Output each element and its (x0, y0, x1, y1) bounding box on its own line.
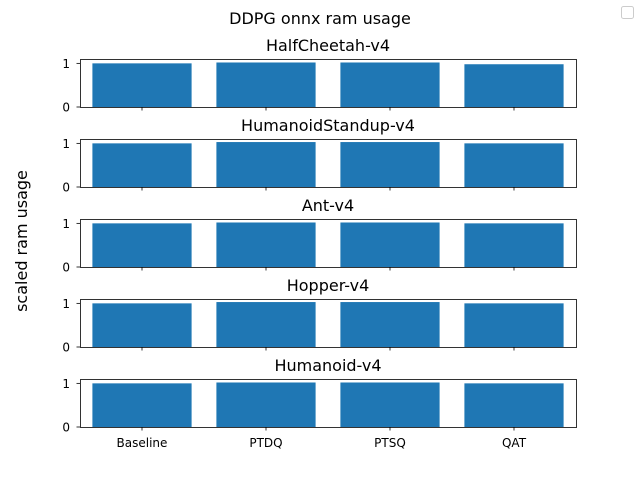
y-tick-label: 1 (62, 137, 70, 151)
bar (464, 143, 564, 187)
bar (216, 62, 316, 107)
subplot-0: HalfCheetah-v4 0 1 (62, 36, 577, 115)
y-tick-label: 0 (62, 181, 70, 195)
subplots: HalfCheetah-v401HumanoidStandup-v401Ant-… (62, 36, 577, 450)
subplot-2: Ant-v4 0 1 (62, 196, 577, 275)
x-tick-label: QAT (502, 436, 527, 450)
y-tick-label: 0 (62, 101, 70, 115)
axes-frame (80, 59, 577, 108)
x-tick-label: Baseline (117, 436, 168, 450)
y-tick-label: 1 (62, 377, 70, 391)
legend-box (621, 6, 634, 19)
bar (464, 383, 564, 427)
subplot-1: HumanoidStandup-v4 0 1 (62, 116, 577, 195)
subplot-3: Hopper-v4 0 1 (62, 276, 577, 355)
bar (340, 382, 440, 427)
figure-suptitle: DDPG onnx ram usage (229, 9, 411, 28)
bar (464, 303, 564, 347)
y-tick-label: 1 (62, 297, 70, 311)
x-tick-label: PTSQ (374, 436, 406, 450)
bar (216, 142, 316, 187)
y-tick-label: 1 (62, 57, 70, 71)
bar (92, 223, 192, 267)
subplot-title: Humanoid-v4 (274, 356, 381, 375)
bar (92, 303, 192, 347)
axes-frame (80, 139, 577, 188)
bar (340, 302, 440, 347)
axes-frame (80, 219, 577, 268)
bar (464, 223, 564, 267)
figure-ylabel: scaled ram usage (12, 170, 31, 312)
bar (340, 62, 440, 107)
subplot-title: HalfCheetah-v4 (266, 36, 390, 55)
subplot-title: HumanoidStandup-v4 (241, 116, 415, 135)
bar (340, 222, 440, 267)
bar (340, 142, 440, 187)
subplot-title: Hopper-v4 (287, 276, 370, 295)
bar (92, 63, 192, 107)
bar (464, 64, 564, 107)
bar (216, 222, 316, 267)
axes-frame (80, 379, 577, 428)
bar (216, 302, 316, 347)
bar (92, 383, 192, 427)
x-tick-label: PTDQ (249, 436, 282, 450)
y-tick-label: 0 (62, 341, 70, 355)
bar (216, 382, 316, 427)
y-tick-label: 0 (62, 421, 70, 435)
subplot-title: Ant-v4 (302, 196, 354, 215)
y-tick-label: 1 (62, 217, 70, 231)
y-tick-label: 0 (62, 261, 70, 275)
bar (92, 143, 192, 187)
axes-frame (80, 299, 577, 348)
